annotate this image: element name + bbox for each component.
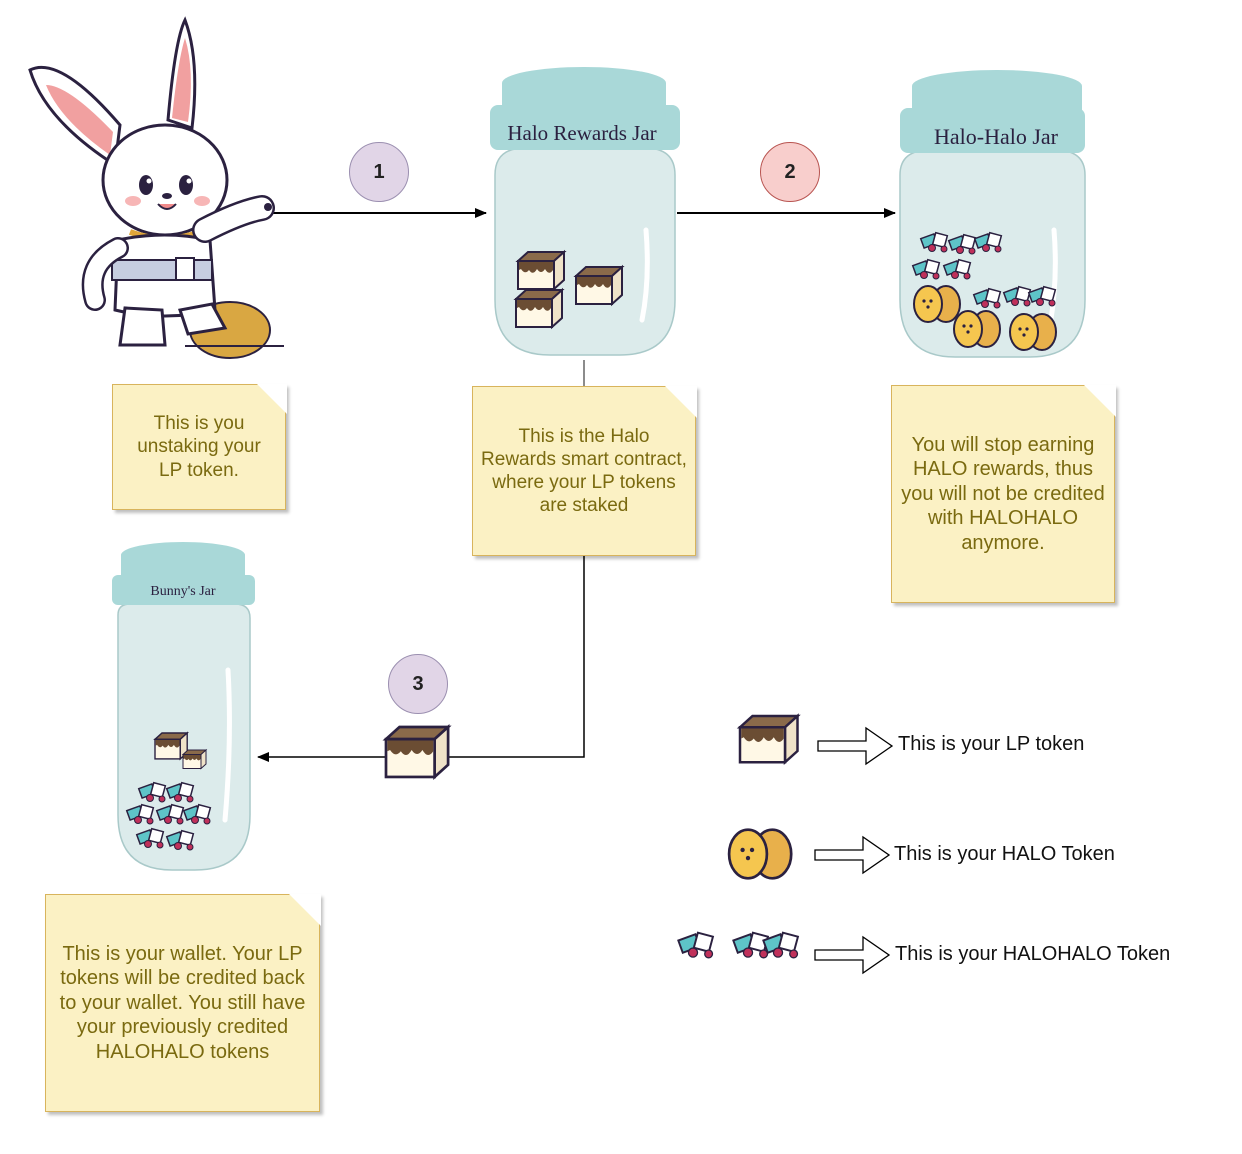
note-smart-contract-text: This is the Halo Rewards smart contract,… — [481, 425, 687, 517]
arrow-step3 — [257, 556, 585, 762]
note-stop-earning: You will stop earning HALO rewards, thus… — [891, 384, 1116, 603]
legend-halo-label: This is your HALO Token — [894, 843, 1115, 865]
bunny-jar-label: Bunny's Jar — [150, 584, 215, 599]
legend-halohalo-token-icon — [677, 931, 799, 959]
legend-halohalo-label: This is your HALOHALO Token — [895, 943, 1171, 965]
step-2-badge: 2 — [760, 142, 820, 202]
note-stop-earning-text: You will stop earning HALO rewards, thus… — [901, 434, 1105, 554]
bunny-character — [28, 16, 284, 359]
halo-rewards-jar — [490, 67, 680, 356]
step-3-badge: 3 — [388, 654, 448, 714]
note-wallet-text: This is your wallet. Your LP tokens will… — [59, 943, 306, 1063]
step-1-badge: 1 — [349, 142, 409, 202]
legend-halo-token-icon — [727, 828, 793, 880]
note-smart-contract: This is the Halo Rewards smart contract,… — [472, 385, 697, 556]
legend-lp-token-icon — [738, 714, 799, 764]
bunny-jar — [112, 542, 255, 871]
note-unstaking-text: This is you unstaking your LP token. — [137, 413, 261, 481]
note-unstaking: This is you unstaking your LP token. — [112, 383, 287, 510]
halo-halo-jar — [899, 70, 1086, 358]
rewards-jar-label: Halo Rewards Jar — [507, 121, 656, 145]
legend-arrow-lp — [817, 726, 894, 766]
halohalo-jar-label: Halo-Halo Jar — [934, 124, 1059, 149]
legend-arrow-halohalo — [814, 935, 891, 975]
lp-token-transfer-icon — [384, 725, 450, 779]
legend-arrow-halo — [814, 835, 891, 875]
legend-lp-label: This is your LP token — [898, 733, 1085, 755]
note-wallet: This is your wallet. Your LP tokens will… — [45, 893, 321, 1112]
